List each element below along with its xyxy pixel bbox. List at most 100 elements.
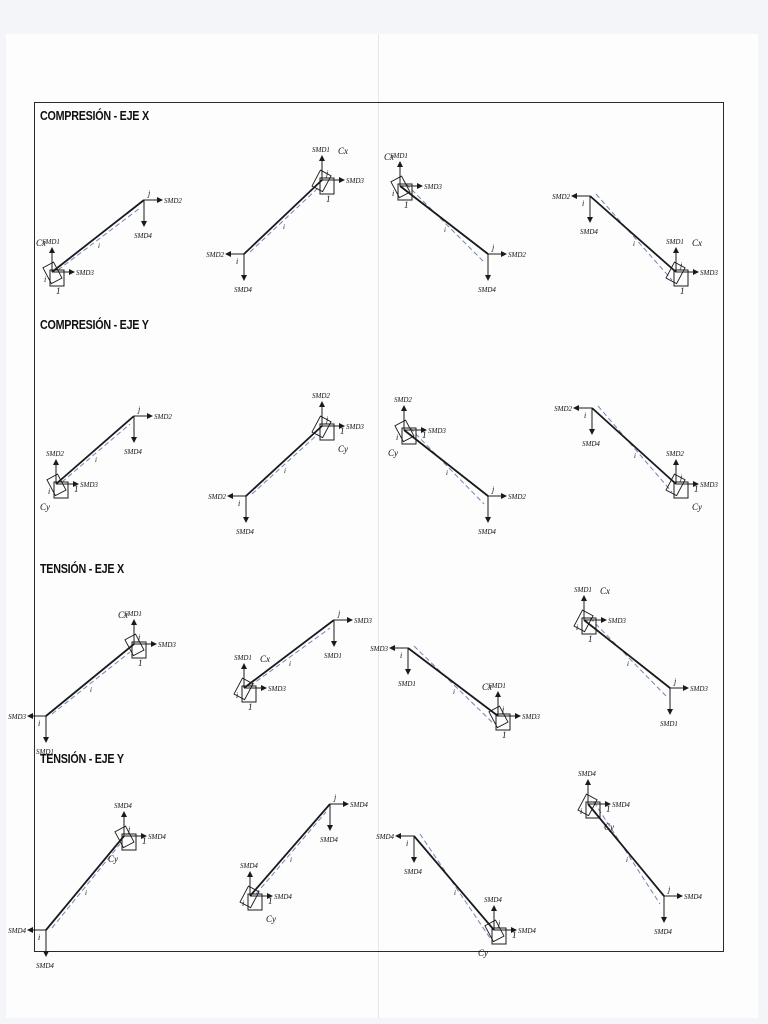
node-j-label: j [673,677,677,686]
deformed-member-dashed [255,811,327,895]
deformed-member-dashed [595,193,673,281]
unit-square [131,641,147,659]
c-label: Cy [604,822,614,832]
deformed-member-dashed [51,651,131,715]
smd-end-down-label: SMD4 [582,440,600,448]
smd-side-label: SMD3 [608,617,626,625]
smd-side-label: SMD4 [274,893,292,901]
member-mid-label: i [633,240,635,248]
node-i-label: i [576,623,578,632]
member-line [413,835,495,931]
diagram-frame [34,102,724,952]
node-i-label: i [580,807,582,816]
smd-end-down-label: SMD4 [320,836,338,844]
unit-square [491,927,507,945]
node-j-label: j [333,793,337,802]
member-line [399,185,489,255]
section-title-compresion-x: COMPRESIÓN - EJE X [40,109,149,123]
member-mid-label: i [284,467,286,475]
member-line [589,195,677,273]
unit-square [319,177,335,195]
smd-top-label: SMD1 [124,610,142,618]
smd-end-label: SMD4 [376,833,394,841]
unit-dimension-label: 1 [138,658,143,668]
deformed-square [311,169,332,193]
smd-end-label: SMD4 [684,893,702,901]
unit-square [495,713,511,731]
node-i-label: i [584,411,586,420]
unit-dimension-label: 1 [404,200,409,210]
smd-end-label: SMD3 [690,685,708,693]
unit-square [581,617,597,635]
smd-side-label: SMD3 [268,685,286,693]
deformed-square [394,419,415,443]
smd-end-down-label: SMD4 [478,528,496,536]
c-label: Cy [388,448,398,458]
member-line [55,415,135,485]
node-i-label: i [38,933,40,942]
deformed-square [488,705,509,729]
member-mid-label: i [454,889,456,897]
c-label: Cx [600,586,610,596]
member-mid-label: i [627,660,629,668]
deformed-square [390,175,411,199]
node-i-label: i [400,651,402,660]
deformed-square [114,825,135,849]
member-line [591,407,677,485]
member-line [249,803,331,897]
smd-top-label: SMD4 [484,896,502,904]
smd-side-label: SMD3 [424,183,442,191]
member-line [403,429,489,497]
smd-side-label: SMD4 [612,801,630,809]
smd-end-down-label: SMD1 [398,680,416,688]
unit-dimension-label: 1 [512,930,517,940]
c-label: Cx [384,152,394,162]
member-line [45,643,135,717]
node-j-label: j [679,261,683,270]
unit-square [397,183,413,201]
deformed-member-dashed [251,433,319,495]
smd-end-label: SMD2 [552,193,570,201]
node-j-label: j [667,885,671,894]
member-line [583,619,671,689]
node-i-label: i [242,899,244,908]
deformed-member-dashed [61,423,131,483]
unit-dimension-label: 1 [606,804,611,814]
deformed-square [46,473,67,497]
c-label: Cy [40,502,50,512]
unit-dimension-label: 1 [142,836,147,846]
member-mid-label: i [444,226,446,234]
deformed-member-dashed [419,833,491,939]
node-j-label: j [325,169,329,178]
c-label: Cy [478,948,488,958]
deformed-square [577,793,598,817]
unit-dimension-label: 1 [268,896,273,906]
member-mid-label: i [446,469,448,477]
node-j-label: j [497,919,501,928]
member-line [407,647,499,717]
smd-side-label: SMD3 [428,427,446,435]
smd-top-label: SMD1 [390,152,408,160]
node-i-label: i [236,257,238,266]
unit-square [53,481,69,499]
member-line [245,425,323,497]
smd-end-down-label: SMD4 [36,962,54,970]
member-line [243,179,323,255]
smd-end-down-label: SMD4 [134,232,152,240]
c-label: Cy [338,444,348,454]
deformed-square [42,261,63,285]
unit-square [673,481,689,499]
smd-top-label: SMD2 [312,392,330,400]
unit-dimension-label: 1 [74,484,79,494]
smd-end-label: SMD2 [508,251,526,259]
c-label: Cx [482,682,492,692]
deformed-square [484,919,505,943]
smd-end-down-label: SMD1 [324,652,342,660]
deformed-member-dashed [409,427,485,505]
